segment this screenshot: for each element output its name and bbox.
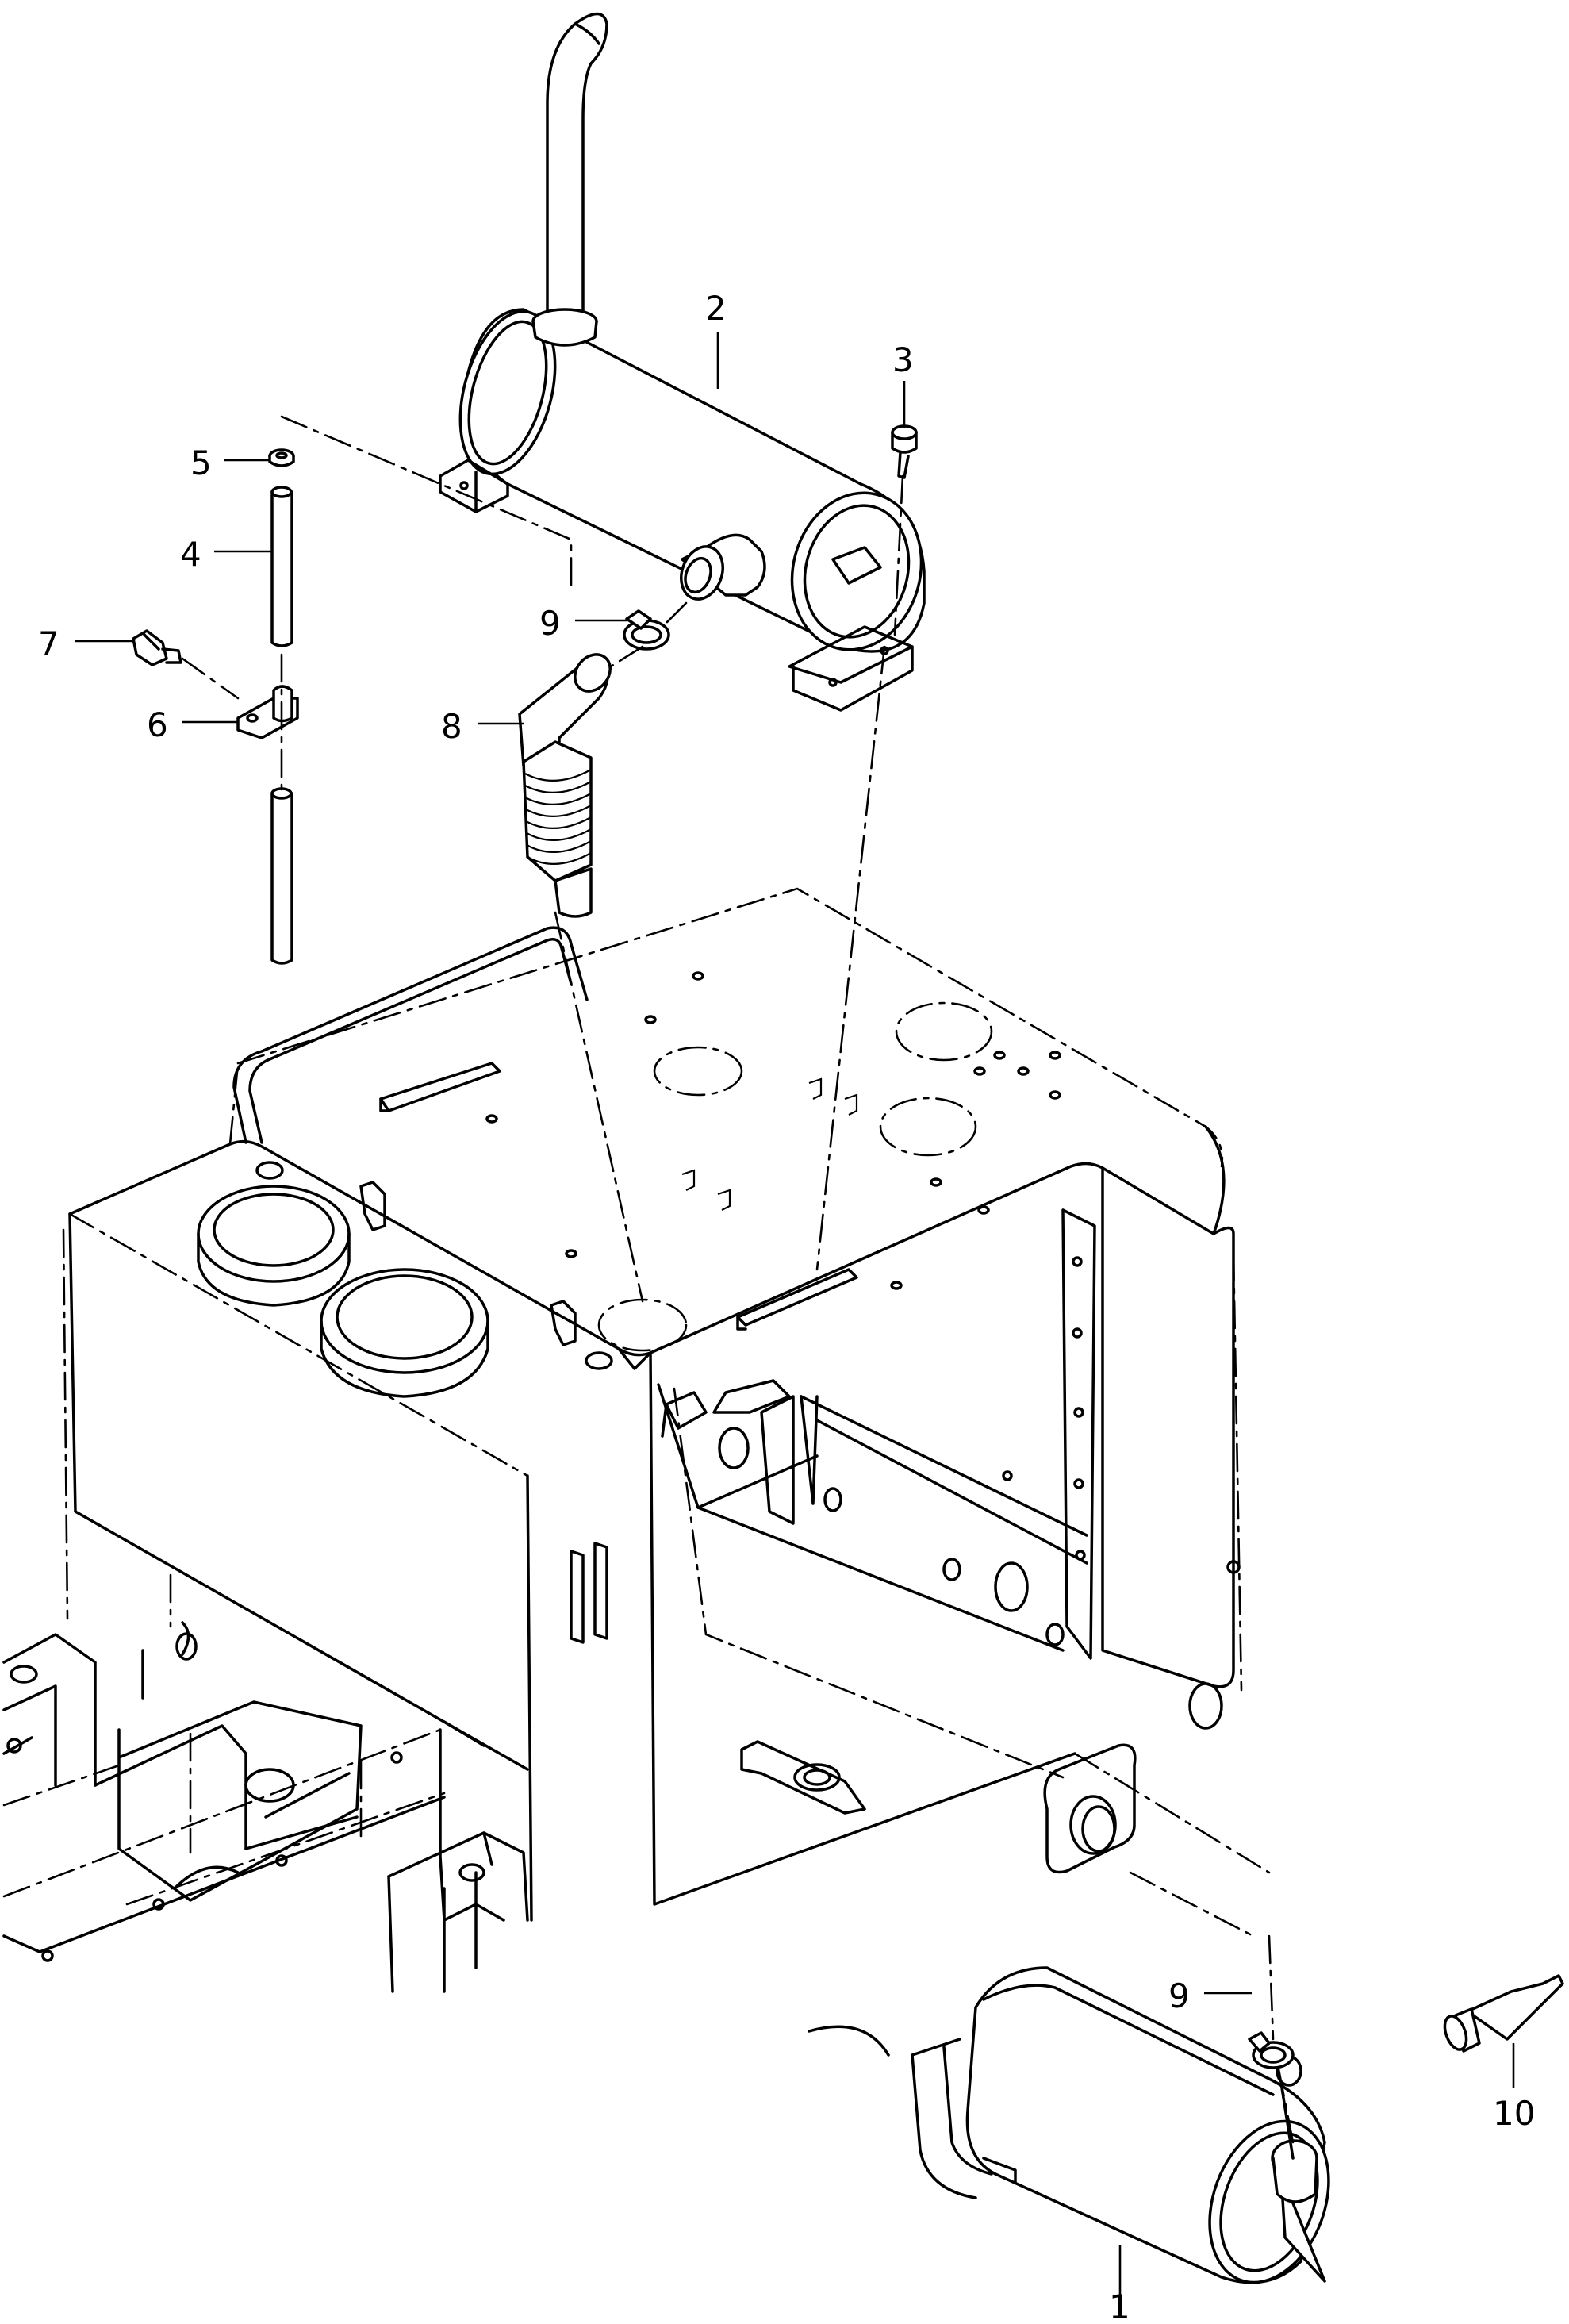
callout-6: 6: [147, 705, 168, 744]
part-4-rod: [270, 486, 293, 965]
part-9-hose-clamp-lower: [1248, 2031, 1295, 2069]
part-10-sealant-tube: [1443, 1974, 1564, 2053]
part-5-washer: [268, 448, 295, 467]
callout-9-lower: 9: [1168, 1976, 1190, 2015]
part-8-flex-hose: [518, 653, 612, 918]
callout-10: 10: [1493, 2094, 1535, 2133]
callout-1: 1: [1109, 2288, 1130, 2321]
deck-top-details: [197, 926, 1061, 1398]
callout-labels: 1 2 3 4 5 6 7 8 9 9 10: [38, 289, 1535, 2324]
callout-4: 4: [180, 535, 201, 574]
callout-5: 5: [190, 444, 212, 482]
callout-2: 2: [705, 289, 727, 328]
part-2-muffler-upper: [439, 12, 926, 712]
leader-lines: [75, 332, 1515, 2295]
part-6-clamp: [236, 685, 299, 739]
part-7-screw: [132, 629, 182, 666]
machine-frame: [2, 887, 1271, 1993]
part-1-muffler-lower: [808, 1966, 1330, 2284]
callout-3: 3: [892, 340, 914, 379]
callout-8: 8: [441, 707, 462, 746]
part-3-bolt: [891, 424, 918, 479]
part-9-hose-clamp-upper: [623, 609, 670, 651]
callout-9-upper: 9: [539, 604, 561, 643]
callout-7: 7: [38, 624, 59, 663]
assembly-lines: [181, 415, 1295, 2144]
